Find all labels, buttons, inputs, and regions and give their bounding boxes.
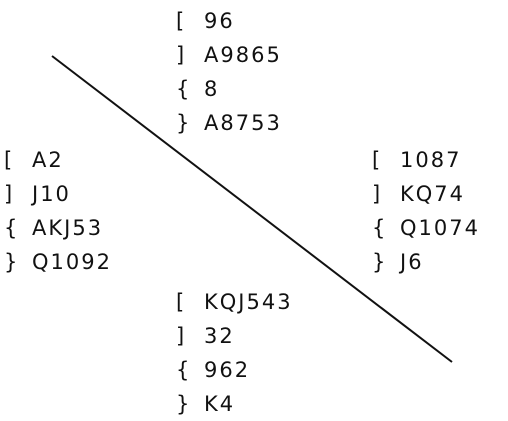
north-spades-cards: 96 <box>204 9 235 33</box>
club-symbol-icon: } <box>176 392 192 416</box>
east-spades-cards: 1087 <box>400 148 462 172</box>
south-diamonds-row: {962 <box>176 353 293 387</box>
south-hand: [ KQJ543 ] 32 {962 } K4 <box>176 285 293 421</box>
east-diamonds-row: { Q1074 <box>372 211 480 245</box>
club-symbol-icon: } <box>4 250 20 274</box>
north-diamonds-cards: 8 <box>204 77 220 101</box>
east-diamonds-cards: Q1074 <box>400 216 480 240</box>
east-hearts-cards: KQ74 <box>400 182 466 206</box>
west-diamonds-cards: AKJ53 <box>32 216 104 240</box>
south-diamonds-cards: 962 <box>204 358 251 382</box>
south-hearts-row: ] 32 <box>176 319 293 353</box>
north-spades-row: [96 <box>176 4 282 38</box>
spade-symbol-icon: [ <box>4 148 15 172</box>
south-clubs-cards: K4 <box>204 392 236 416</box>
east-spades-row: [1087 <box>372 143 480 177</box>
diagonal-line <box>51 55 453 363</box>
west-hearts-row: ] J10 <box>4 177 112 211</box>
spade-symbol-icon: [ <box>372 148 383 172</box>
south-spades-cards: KQJ543 <box>204 290 293 314</box>
west-hand: [ A2 ] J10 { AKJ53 } Q1092 <box>4 143 112 279</box>
diamond-symbol-icon: { <box>372 216 388 240</box>
diamond-symbol-icon: { <box>176 358 192 382</box>
east-hearts-row: ] KQ74 <box>372 177 480 211</box>
west-spades-cards: A2 <box>32 148 64 172</box>
heart-symbol-icon: ] <box>176 324 187 348</box>
heart-symbol-icon: ] <box>372 182 383 206</box>
east-hand: [1087 ] KQ74 { Q1074 } J6 <box>372 143 480 279</box>
heart-symbol-icon: ] <box>4 182 15 206</box>
club-symbol-icon: } <box>176 111 192 135</box>
heart-symbol-icon: ] <box>176 43 187 67</box>
east-clubs-row: } J6 <box>372 245 480 279</box>
club-symbol-icon: } <box>372 250 388 274</box>
west-clubs-cards: Q1092 <box>32 250 112 274</box>
south-hearts-cards: 32 <box>204 324 235 348</box>
west-spades-row: [ A2 <box>4 143 112 177</box>
north-clubs-cards: A8753 <box>204 111 282 135</box>
west-diamonds-row: { AKJ53 <box>4 211 112 245</box>
diamond-symbol-icon: { <box>176 77 192 101</box>
north-diamonds-row: {8 <box>176 72 282 106</box>
east-clubs-cards: J6 <box>400 250 424 274</box>
west-hearts-cards: J10 <box>32 182 71 206</box>
north-hearts-cards: A9865 <box>204 43 282 67</box>
north-hearts-row: ] A9865 <box>176 38 282 72</box>
south-spades-row: [ KQJ543 <box>176 285 293 319</box>
south-clubs-row: } K4 <box>176 387 293 421</box>
spade-symbol-icon: [ <box>176 290 187 314</box>
north-clubs-row: } A8753 <box>176 106 282 140</box>
diamond-symbol-icon: { <box>4 216 20 240</box>
west-clubs-row: } Q1092 <box>4 245 112 279</box>
north-hand: [96 ] A9865 {8 } A8753 <box>176 4 282 140</box>
spade-symbol-icon: [ <box>176 9 187 33</box>
